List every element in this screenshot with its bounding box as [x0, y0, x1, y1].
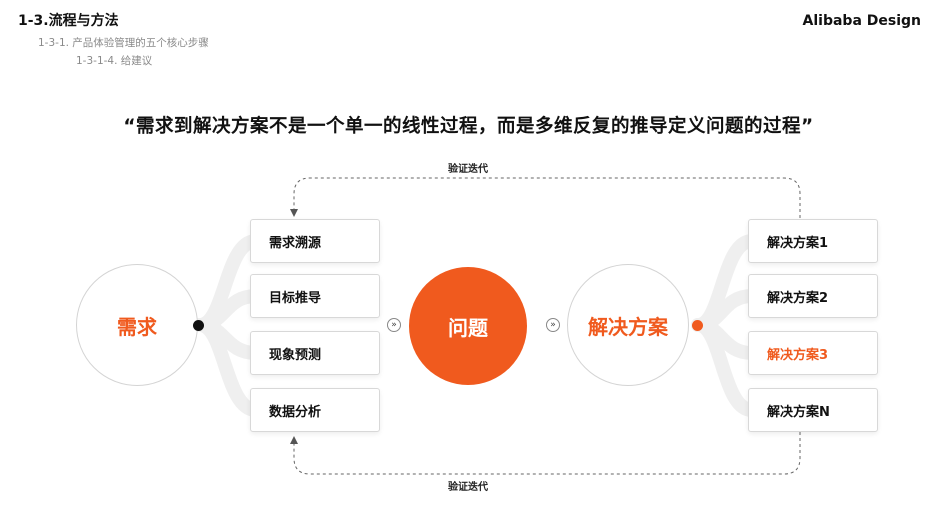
left-card-trace: 需求溯源 — [250, 219, 380, 263]
top-loop-arrow — [290, 177, 801, 218]
quote-title: “需求到解决方案不是一个单一的线性过程，而是多维反复的推导定义问题的过程” — [123, 116, 814, 137]
requirement-dot — [193, 320, 204, 331]
breadcrumb-level-3: 1-3-1-4. 给建议 — [76, 55, 153, 67]
breadcrumb-level-1: 1-3.流程与方法 — [18, 13, 119, 29]
solution-label: 解决方案 — [588, 314, 668, 339]
left-card-goal: 目标推导 — [250, 274, 380, 318]
right-card-solution-3: 解决方案3 — [748, 331, 878, 375]
requirement-node: 需求 — [76, 264, 198, 386]
problem-node: 问题 — [409, 267, 527, 385]
left-card-data: 数据分析 — [250, 388, 380, 432]
double-chevron-icon: » — [387, 318, 401, 332]
requirement-label: 需求 — [117, 314, 157, 339]
solution-dot — [692, 320, 703, 331]
right-card-solution-n: 解决方案N — [748, 388, 878, 432]
left-card-predict: 现象预测 — [250, 331, 380, 375]
right-card-solution-1: 解决方案1 — [748, 219, 878, 263]
double-chevron-icon: » — [546, 318, 560, 332]
loop-label-top: 验证迭代 — [448, 164, 488, 175]
right-connectors — [691, 234, 759, 417]
solution-node: 解决方案 — [567, 264, 689, 386]
problem-label: 问题 — [448, 315, 488, 340]
brand-logo: Alibaba Design — [802, 13, 921, 29]
loop-label-bottom: 验证迭代 — [448, 482, 488, 493]
breadcrumb-level-2: 1-3-1. 产品体验管理的五个核心步骤 — [38, 37, 209, 49]
bottom-loop-arrow — [290, 432, 801, 475]
right-card-solution-2: 解决方案2 — [748, 274, 878, 318]
left-connectors — [193, 234, 263, 417]
